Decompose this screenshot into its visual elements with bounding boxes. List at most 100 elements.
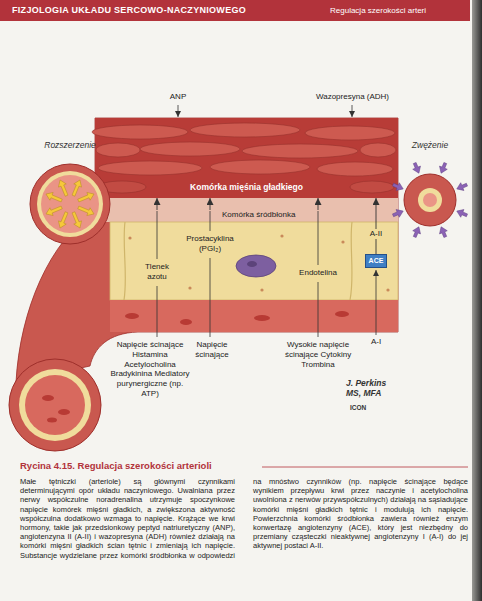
signal-arrow bbox=[157, 198, 158, 210]
stimulus-label: Wysokie napięcie ścinające Cytokiny Trom… bbox=[283, 340, 353, 369]
smooth-muscle-layer bbox=[350, 181, 394, 193]
direction-arrow bbox=[457, 183, 468, 191]
constricted-vessel-section: Zwężenie bbox=[390, 140, 470, 240]
smooth-muscle-layer bbox=[317, 162, 393, 176]
leader-line bbox=[210, 211, 211, 231]
leader-line bbox=[178, 105, 179, 117]
running-head: FIZJOLOGIA UKŁADU SERCOWO-NACZYNIOWEGO bbox=[12, 5, 246, 16]
endothelium-layer bbox=[128, 236, 131, 239]
smooth-muscle-layer bbox=[140, 142, 240, 156]
leader-line bbox=[157, 105, 376, 337]
smooth-muscle-layer bbox=[305, 126, 395, 140]
figure-title: Rycina 4.15. Regulacja szerokości arteri… bbox=[20, 460, 212, 472]
hormone-label: Wazopresyna (ADH) bbox=[305, 92, 400, 102]
vessel-cross-section bbox=[9, 359, 101, 451]
vessel-wall-ring bbox=[30, 164, 110, 244]
hormone-label: ANP bbox=[164, 92, 192, 102]
vessel-cross-section bbox=[25, 375, 85, 435]
endothelium-layer bbox=[350, 222, 352, 300]
direction-arrow bbox=[392, 210, 403, 218]
direction-arrow bbox=[78, 206, 94, 215]
direction-arrow bbox=[413, 162, 421, 173]
cell-label: Komórka mięśnia gładkiego bbox=[95, 182, 398, 192]
vessel-wall-ring bbox=[404, 174, 456, 226]
running-head: Regulacja szerokości arteri bbox=[330, 6, 426, 16]
enzyme-label: ACE bbox=[369, 257, 384, 266]
direction-arrow bbox=[46, 206, 62, 215]
direction-arrow bbox=[392, 183, 403, 191]
header-bar bbox=[0, 0, 470, 21]
direction-arrow bbox=[78, 192, 94, 201]
smooth-muscle-layer bbox=[92, 125, 188, 139]
vessel-lumen bbox=[110, 300, 398, 332]
section-outline bbox=[22, 140, 118, 248]
vessel-lumen bbox=[335, 311, 349, 317]
vessel-lumen bbox=[180, 319, 192, 325]
vessel-wall-ring bbox=[423, 193, 437, 207]
state-heading: Zwężenie bbox=[390, 140, 470, 150]
vessel-cross-section bbox=[19, 369, 91, 441]
mediator-label: Endotelina bbox=[293, 268, 343, 278]
endothelium-layer bbox=[188, 286, 191, 289]
leader-line bbox=[318, 211, 319, 265]
vessel-cross-section bbox=[47, 418, 57, 423]
endothelium-layer bbox=[236, 255, 276, 277]
smooth-muscle-layer: Komórka mięśnia gładkiego bbox=[95, 118, 398, 198]
direction-arrow bbox=[58, 212, 67, 228]
endothelium-layer bbox=[110, 222, 398, 300]
signal-arrow bbox=[318, 198, 319, 210]
vessel-wall-ring bbox=[37, 171, 103, 237]
signal-arrow bbox=[376, 198, 377, 254]
smooth-muscle-layer bbox=[96, 143, 140, 157]
signal-arrow bbox=[210, 198, 211, 210]
vessel-cross-section bbox=[42, 395, 54, 401]
leader-line bbox=[352, 105, 353, 117]
smooth-muscle-layer bbox=[242, 144, 358, 158]
direction-arrow bbox=[440, 162, 448, 173]
mediator-label: Tlenek azotu bbox=[137, 262, 177, 282]
vessel-cross-section bbox=[58, 409, 70, 415]
smooth-muscle-layer bbox=[98, 161, 202, 175]
smooth-muscle-layer bbox=[360, 143, 396, 157]
vessel-tube bbox=[16, 118, 398, 382]
substrate-label: A-I bbox=[366, 337, 386, 347]
figure-caption: Małe tętniczki (arteriole) są głównymi c… bbox=[20, 477, 468, 560]
vessel-lumen bbox=[110, 300, 398, 332]
cell-label: Komórka śródbłonka bbox=[222, 210, 295, 220]
state-heading: Rozszerzenie bbox=[22, 140, 118, 150]
artist-credit: J. Perkins MS, MFA bbox=[346, 378, 394, 399]
direction-arrow bbox=[58, 180, 67, 196]
endothelium-layer bbox=[386, 288, 389, 291]
endothelium-layer bbox=[124, 222, 125, 300]
vessel-wall-ring bbox=[41, 175, 99, 233]
endothelium-layer bbox=[110, 222, 398, 300]
leader-line bbox=[376, 270, 377, 335]
mediator-label: Prostacyklina (PGI₂) bbox=[181, 234, 239, 254]
endothelium-layer bbox=[341, 240, 344, 243]
endothelial-cell: Komórka śródbłonkaProstacyklina (PGI₂)Tl… bbox=[110, 210, 398, 300]
leader-line bbox=[210, 258, 211, 337]
direction-arrow bbox=[457, 210, 468, 218]
leader-line bbox=[318, 282, 319, 337]
endothelium-layer bbox=[260, 288, 263, 291]
endothelium-layer bbox=[247, 261, 257, 267]
endothelium-layer bbox=[280, 234, 283, 237]
direction-arrow bbox=[440, 227, 448, 238]
smooth-muscle-layer bbox=[190, 123, 300, 137]
direction-arrow bbox=[72, 180, 81, 196]
leader-line bbox=[157, 211, 158, 259]
title-rule bbox=[262, 467, 468, 468]
vessel-wall-ring bbox=[418, 188, 442, 212]
smooth-muscle-layer bbox=[210, 160, 310, 174]
direction-arrow bbox=[72, 212, 81, 228]
edge-label: A-II bbox=[369, 229, 383, 239]
direction-arrow bbox=[413, 227, 421, 238]
smooth-muscle-layer bbox=[92, 118, 398, 198]
publisher-logo: ICON bbox=[350, 404, 366, 412]
section-outline bbox=[390, 140, 470, 240]
vessel-cross-section bbox=[9, 359, 101, 451]
vessel-lumen bbox=[254, 315, 270, 321]
direction-arrow bbox=[46, 192, 62, 201]
basement-membrane bbox=[95, 198, 398, 222]
